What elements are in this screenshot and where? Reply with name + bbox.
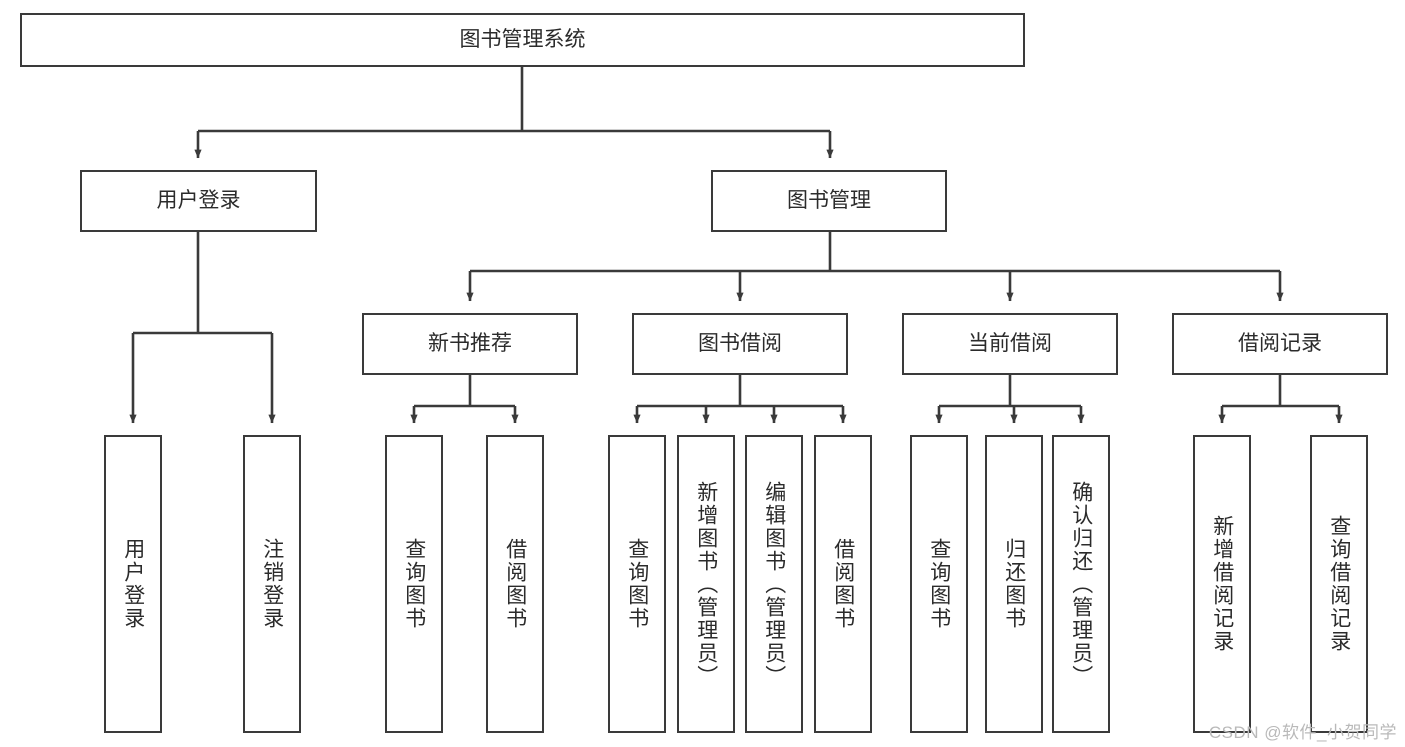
node-label: 用户登录 — [121, 538, 145, 630]
leaf-logout[interactable]: 注销登录 — [243, 435, 301, 733]
node-label: 借阅记录 — [1238, 332, 1322, 356]
node-label: 查询图书 — [625, 538, 649, 630]
node-label: 借阅图书 — [503, 538, 527, 630]
node-label: 图书管理 — [787, 189, 871, 213]
node-new-book-recommend[interactable]: 新书推荐 — [362, 313, 578, 375]
node-label: 新增借阅记录 — [1210, 515, 1234, 653]
node-borrow-records[interactable]: 借阅记录 — [1172, 313, 1388, 375]
node-book-management[interactable]: 图书管理 — [711, 170, 947, 232]
node-label: 编辑图书（管理员） — [762, 480, 786, 688]
leaf-return-book[interactable]: 归还图书 — [985, 435, 1043, 733]
leaf-add-borrow-record[interactable]: 新增借阅记录 — [1193, 435, 1251, 733]
leaf-query-borrow-record[interactable]: 查询借阅记录 — [1310, 435, 1368, 733]
node-label: 查询图书 — [402, 538, 426, 630]
node-root-system[interactable]: 图书管理系统 — [20, 13, 1025, 67]
leaf-confirm-return-admin[interactable]: 确认归还（管理员） — [1052, 435, 1110, 733]
leaf-add-book-admin[interactable]: 新增图书（管理员） — [677, 435, 735, 733]
node-label: 注销登录 — [260, 538, 284, 630]
node-label: 查询图书 — [927, 538, 951, 630]
node-label: 新增图书（管理员） — [694, 480, 718, 688]
node-label: 归还图书 — [1002, 538, 1026, 630]
node-label: 查询借阅记录 — [1327, 515, 1351, 653]
node-label: 图书借阅 — [698, 332, 782, 356]
node-label: 图书管理系统 — [459, 28, 586, 52]
node-user-login[interactable]: 用户登录 — [80, 170, 317, 232]
leaf-borrow-book-recommend[interactable]: 借阅图书 — [486, 435, 544, 733]
leaf-query-book-current[interactable]: 查询图书 — [910, 435, 968, 733]
node-book-borrow[interactable]: 图书借阅 — [632, 313, 848, 375]
node-label: 新书推荐 — [428, 332, 512, 356]
node-label: 借阅图书 — [831, 538, 855, 630]
leaf-lend-book[interactable]: 借阅图书 — [814, 435, 872, 733]
leaf-query-book-borrow[interactable]: 查询图书 — [608, 435, 666, 733]
node-label: 用户登录 — [156, 189, 241, 213]
leaf-query-book-recommend[interactable]: 查询图书 — [385, 435, 443, 733]
node-current-borrow[interactable]: 当前借阅 — [902, 313, 1118, 375]
leaf-user-login[interactable]: 用户登录 — [104, 435, 162, 733]
node-label: 确认归还（管理员） — [1069, 480, 1093, 688]
node-label: 当前借阅 — [968, 332, 1052, 356]
leaf-edit-book-admin[interactable]: 编辑图书（管理员） — [745, 435, 803, 733]
